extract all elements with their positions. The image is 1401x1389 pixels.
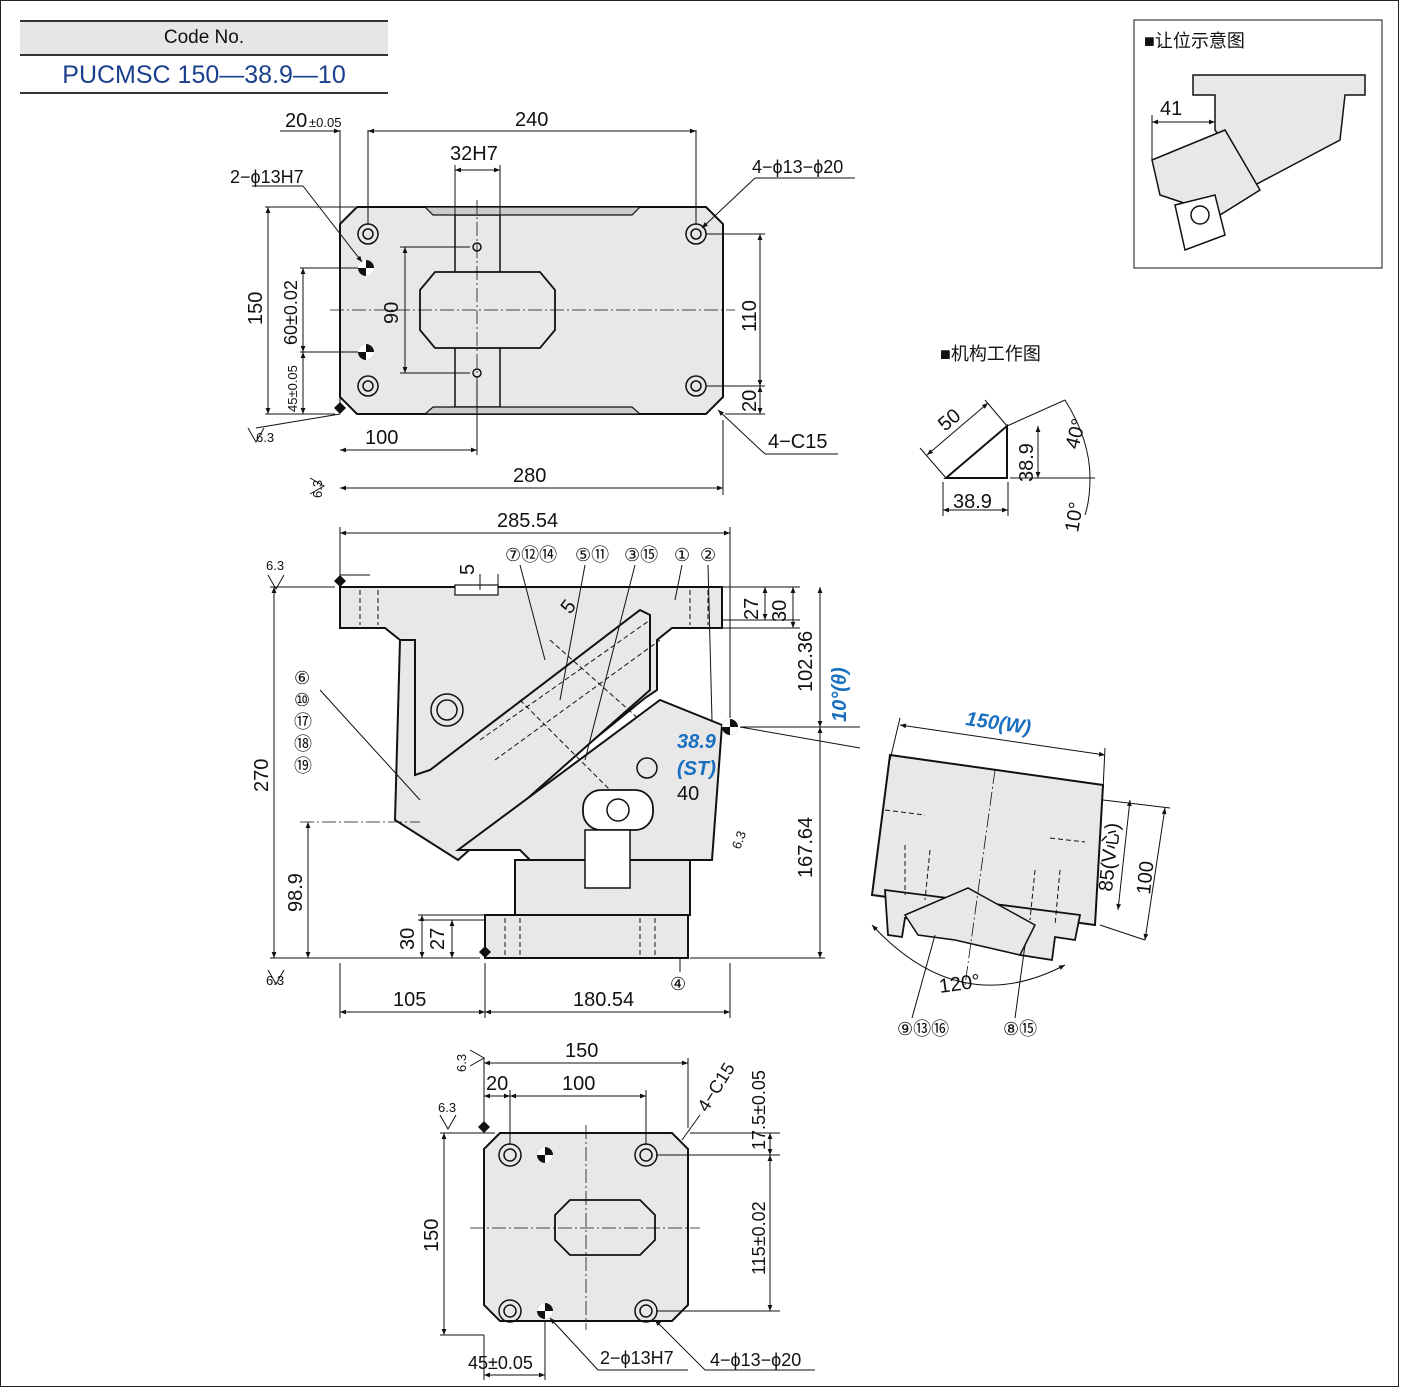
dim-90: 90 xyxy=(381,302,403,324)
dim-105: 105 xyxy=(393,989,426,1011)
roughness-1: 6.3 xyxy=(256,430,274,445)
callout-2: ② xyxy=(700,545,716,565)
bottom-dim-45: 45±0.05 xyxy=(468,1353,533,1373)
roughness-3: 6.3 xyxy=(266,558,284,573)
dim-180-54: 180.54 xyxy=(573,989,634,1011)
roughness-7: 6.3 xyxy=(454,1054,469,1072)
dim-240: 240 xyxy=(515,109,548,131)
dim-27b: 27 xyxy=(427,928,449,950)
bottom-chamfer: 4−C15 xyxy=(693,1059,738,1115)
dim-270: 270 xyxy=(251,759,273,792)
holes-4-label: 4−ϕ13−ϕ20 xyxy=(752,157,843,177)
roughness-5: 6.3 xyxy=(729,829,749,851)
side-width: 150(W) xyxy=(964,708,1032,739)
angle-theta: 10°(θ) xyxy=(829,667,851,722)
mech-angle-10: 10° xyxy=(1061,500,1088,534)
dim-285-54: 285.54 xyxy=(497,510,558,532)
dim-45: 45±0.05 xyxy=(285,365,300,412)
dim-60: 60±0.02 xyxy=(281,280,301,345)
chamfer-label: 4−C15 xyxy=(768,431,828,453)
dim-150: 150 xyxy=(245,292,267,325)
side-body xyxy=(870,753,1105,927)
st-value: 38.9 xyxy=(677,731,717,753)
roughness-6: 6.3 xyxy=(438,1100,456,1115)
dim-40: 40 xyxy=(677,783,699,805)
bottom-dim-150v: 150 xyxy=(421,1219,443,1252)
callout-19: ⑲ xyxy=(294,756,312,776)
dim-27: 27 xyxy=(741,598,763,620)
callout-4: ④ xyxy=(670,974,686,994)
side-view: 150(W) 85(V心) 100 120° ⑨⑬⑯ ⑧⑮ xyxy=(870,708,1171,1039)
code-value: PUCMSC 150—38.9—10 xyxy=(20,56,388,94)
clearance-inset: ■让位示意图 41 xyxy=(1133,19,1383,269)
front-view: 285.54 5 5 27 30 102.36 10°(θ) 38.9 (ST)… xyxy=(251,510,861,1018)
callout-5-11: ⑤⑪ xyxy=(575,545,609,565)
side-angle-120: 120° xyxy=(938,970,982,998)
roughness-4: 6.3 xyxy=(266,973,284,988)
side-100: 100 xyxy=(1133,860,1158,895)
callout-7-12-14: ⑦⑫⑭ xyxy=(505,545,557,565)
clearance-title: ■让位示意图 xyxy=(1144,31,1245,51)
dim-30: 30 xyxy=(769,600,791,622)
callout-18: ⑱ xyxy=(294,734,312,754)
dim-20: 20 xyxy=(285,110,307,132)
front-wedge xyxy=(454,698,724,861)
callout-6: ⑥ xyxy=(294,668,310,688)
mechanism-diagram: ■机构工作图 50 38.9 38.9 40° 10° xyxy=(919,344,1095,534)
dim-30b: 30 xyxy=(397,928,419,950)
bottom-dim-20: 20 xyxy=(486,1073,508,1095)
code-table: Code No. PUCMSC 150—38.9—10 xyxy=(20,20,388,96)
callout-17: ⑰ xyxy=(294,712,312,732)
callout-8-15: ⑧⑮ xyxy=(1003,1019,1037,1039)
callout-10: ⑩ xyxy=(294,690,310,710)
dim-20b: 20 xyxy=(739,390,761,412)
mechanism-title: ■机构工作图 xyxy=(940,344,1041,364)
callout-9-13-16: ⑨⑬⑯ xyxy=(897,1019,949,1039)
bottom-dim-17-5: 17.5±0.05 xyxy=(749,1070,769,1150)
mech-angle-40: 40° xyxy=(1062,416,1091,451)
bottom-view: 150 20 100 4−C15 17.5±0.05 115±0.02 150 … xyxy=(421,1040,815,1380)
dim-32h7: 32H7 xyxy=(450,143,498,165)
dim-98-9: 98.9 xyxy=(285,873,307,912)
bottom-dim-150: 150 xyxy=(565,1040,598,1062)
dim-100: 100 xyxy=(365,427,398,449)
roughness-2: 6.3 xyxy=(310,480,325,498)
dim-280: 280 xyxy=(513,465,546,487)
front-base xyxy=(484,914,689,959)
code-header: Code No. xyxy=(20,20,388,56)
callout-1: ① xyxy=(674,545,690,565)
dim-102-36: 102.36 xyxy=(795,631,817,692)
mech-dim-38-9b: 38.9 xyxy=(953,491,992,513)
bottom-holes-4: 4−ϕ13−ϕ20 xyxy=(710,1350,801,1370)
mech-dim-38-9a: 38.9 xyxy=(1016,443,1038,482)
bottom-dim-115: 115±0.02 xyxy=(749,1201,769,1275)
dim-167-64: 167.64 xyxy=(795,817,817,878)
holes-2-label: 2−ϕ13H7 xyxy=(230,167,304,187)
clearance-41: 41 xyxy=(1160,98,1182,120)
bottom-holes-2: 2−ϕ13H7 xyxy=(600,1348,674,1368)
bottom-dim-100: 100 xyxy=(562,1073,595,1095)
callout-3-15: ③⑮ xyxy=(624,545,658,565)
st-label: (ST) xyxy=(677,758,716,780)
mech-dim-50: 50 xyxy=(934,405,965,436)
dim-20-tol: ±0.05 xyxy=(309,115,341,130)
dim-110: 110 xyxy=(739,300,761,332)
dim-5: 5 xyxy=(457,564,479,575)
top-view: 20 ±0.05 240 32H7 2−ϕ13H7 4−ϕ13−ϕ20 150 … xyxy=(230,109,855,498)
